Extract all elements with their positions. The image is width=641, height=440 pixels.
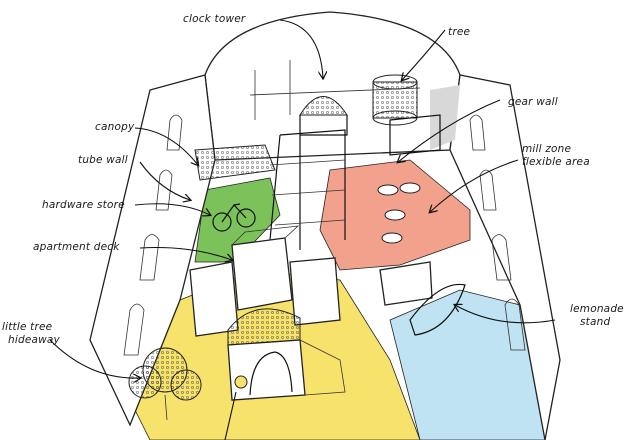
arrow-bottom xyxy=(224,391,237,440)
right-wall xyxy=(449,74,561,440)
right-wall-shadow xyxy=(430,85,460,150)
label-tree: tree xyxy=(448,26,470,38)
arrow-gear-wall xyxy=(398,99,501,162)
label-hardware-store: hardware store xyxy=(42,199,125,211)
label-little-tree-1: little tree xyxy=(2,321,52,333)
label-little-tree-2: hideaway xyxy=(8,334,61,346)
arrow-little-tree xyxy=(49,339,140,378)
canopy xyxy=(194,144,276,181)
arrow-mill-zone xyxy=(430,159,519,212)
arrow-clock-tower xyxy=(279,19,323,78)
label-tube-wall: tube wall xyxy=(78,154,128,166)
label-mill-zone-1: mill zone xyxy=(522,143,571,155)
label-mill-zone-2: flexible area xyxy=(522,156,590,168)
arched-shed xyxy=(227,308,346,401)
spot-marker xyxy=(234,375,248,389)
left-wall-windows xyxy=(123,114,183,356)
hardware-store-bike xyxy=(212,203,256,232)
little-tree-hideaway xyxy=(128,347,202,421)
lemonade-stand xyxy=(379,261,466,336)
right-wall-windows xyxy=(469,114,526,351)
label-clock-tower: clock tower xyxy=(183,13,246,25)
apartment-deck xyxy=(189,225,341,337)
arrow-lemonade-stand xyxy=(455,305,556,324)
label-canopy: canopy xyxy=(95,121,135,133)
arrow-canopy xyxy=(134,127,198,165)
clock-tower xyxy=(269,96,348,250)
tree-cylinder xyxy=(372,74,418,126)
gear-wall xyxy=(389,114,441,156)
arrow-hardware-store xyxy=(134,203,210,215)
label-gear-wall: gear wall xyxy=(508,96,558,108)
label-lemonade-1: lemonade xyxy=(570,303,624,315)
arrow-tree xyxy=(402,29,446,80)
arrow-tube-wall xyxy=(139,161,190,200)
label-lemonade-2: stand xyxy=(580,316,610,328)
back-gable-wall xyxy=(204,11,461,161)
mill-zone-tables xyxy=(377,182,421,244)
label-apartment-deck: apartment deck xyxy=(33,241,120,253)
arrow-apartment-deck xyxy=(139,246,232,261)
